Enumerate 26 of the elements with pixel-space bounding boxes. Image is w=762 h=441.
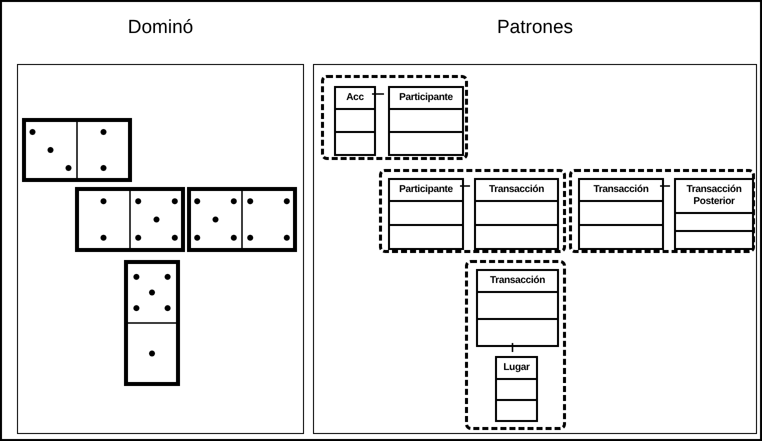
connector-line [660,185,670,187]
dashed-group-box [465,260,566,430]
class-name: Transacción [488,184,546,196]
panel-heading: Dominó [126,16,194,40]
dashed-group-box [569,169,755,253]
class-name: Acc [345,92,365,104]
class-box [388,178,464,250]
class-name: Participante [398,184,454,196]
class-box [674,178,754,250]
connector-line [460,185,470,187]
connector-line [512,343,514,352]
class-box [388,86,464,156]
class-box [474,178,559,250]
class-box [476,269,559,347]
class-name: Participante [398,92,454,104]
class-box [334,86,376,156]
class-name: Transacción Posterior [685,184,743,208]
dashed-group-box [379,169,566,253]
class-name: Transacción [592,184,650,196]
connector-line [372,93,384,95]
class-name: Lugar [502,362,531,374]
class-box [495,356,538,422]
dashed-group-box [321,75,468,160]
panel-heading: Patrones [496,16,574,40]
class-name: Transacción [488,275,546,287]
class-box [578,178,664,250]
